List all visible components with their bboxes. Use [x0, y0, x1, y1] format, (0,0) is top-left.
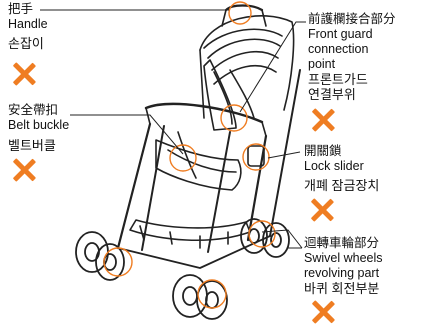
swivel-wheel-highlight-circle-right: [248, 220, 276, 248]
orange-x-icon: [310, 198, 334, 222]
handle-label-en: Handle: [8, 17, 48, 31]
handle-label-zh: 把手: [8, 2, 34, 16]
handle-label-ko: 손잡이: [8, 36, 44, 51]
lock-slider-label-en: Lock slider: [304, 159, 364, 173]
front-guard-label-en-1: Front guard: [308, 27, 373, 41]
front-guard-label-ko-2: 연결부위: [308, 87, 356, 102]
swivel-wheel-highlight-circle-bottom: [197, 279, 227, 309]
front-guard-label-group: 前護欄接合部分 Front guard connection point 프론트…: [308, 12, 396, 102]
swivel-wheel-highlight-circle-left: [103, 247, 133, 277]
orange-x-icon: [311, 300, 335, 324]
belt-buckle-highlight-circle: [169, 144, 197, 172]
lock-slider-highlight-circle: [242, 143, 270, 171]
belt-buckle-label-en: Belt buckle: [8, 118, 70, 132]
lock-slider-label-group: 開關鎖 Lock slider 개폐 잠금장치: [304, 144, 379, 193]
front-guard-highlight-circle: [220, 104, 248, 132]
swivel-wheels-label-ko: 바퀴 회전부분: [304, 281, 380, 296]
lock-slider-label-zh: 開關鎖: [304, 144, 342, 158]
belt-buckle-label-group: 安全帶扣 Belt buckle 벨트버클: [8, 103, 69, 153]
swivel-wheels-label-en-2: revolving part: [304, 266, 380, 280]
front-guard-label-ko-1: 프론트가드: [308, 72, 368, 87]
orange-x-icon: [12, 62, 36, 86]
orange-x-icon: [12, 158, 36, 182]
swivel-wheels-label-en-1: Swivel wheels: [304, 251, 383, 265]
swivel-wheels-label-group: 迴轉車輪部分 Swivel wheels revolving part 바퀴 회…: [304, 236, 383, 296]
front-guard-label-en-2: connection: [308, 42, 369, 56]
front-guard-label-zh: 前護欄接合部分: [308, 12, 396, 26]
handle-highlight-circle: [228, 1, 252, 25]
swivel-wheels-label-zh: 迴轉車輪部分: [304, 236, 380, 250]
belt-buckle-label-ko: 벨트버클: [8, 138, 56, 153]
belt-buckle-label-zh: 安全帶扣: [8, 103, 59, 117]
orange-x-icon: [311, 108, 335, 132]
front-guard-label-en-3: point: [308, 57, 336, 71]
handle-label-group: 把手 Handle 손잡이: [8, 2, 48, 51]
lock-slider-label-ko: 개폐 잠금장치: [304, 178, 380, 193]
